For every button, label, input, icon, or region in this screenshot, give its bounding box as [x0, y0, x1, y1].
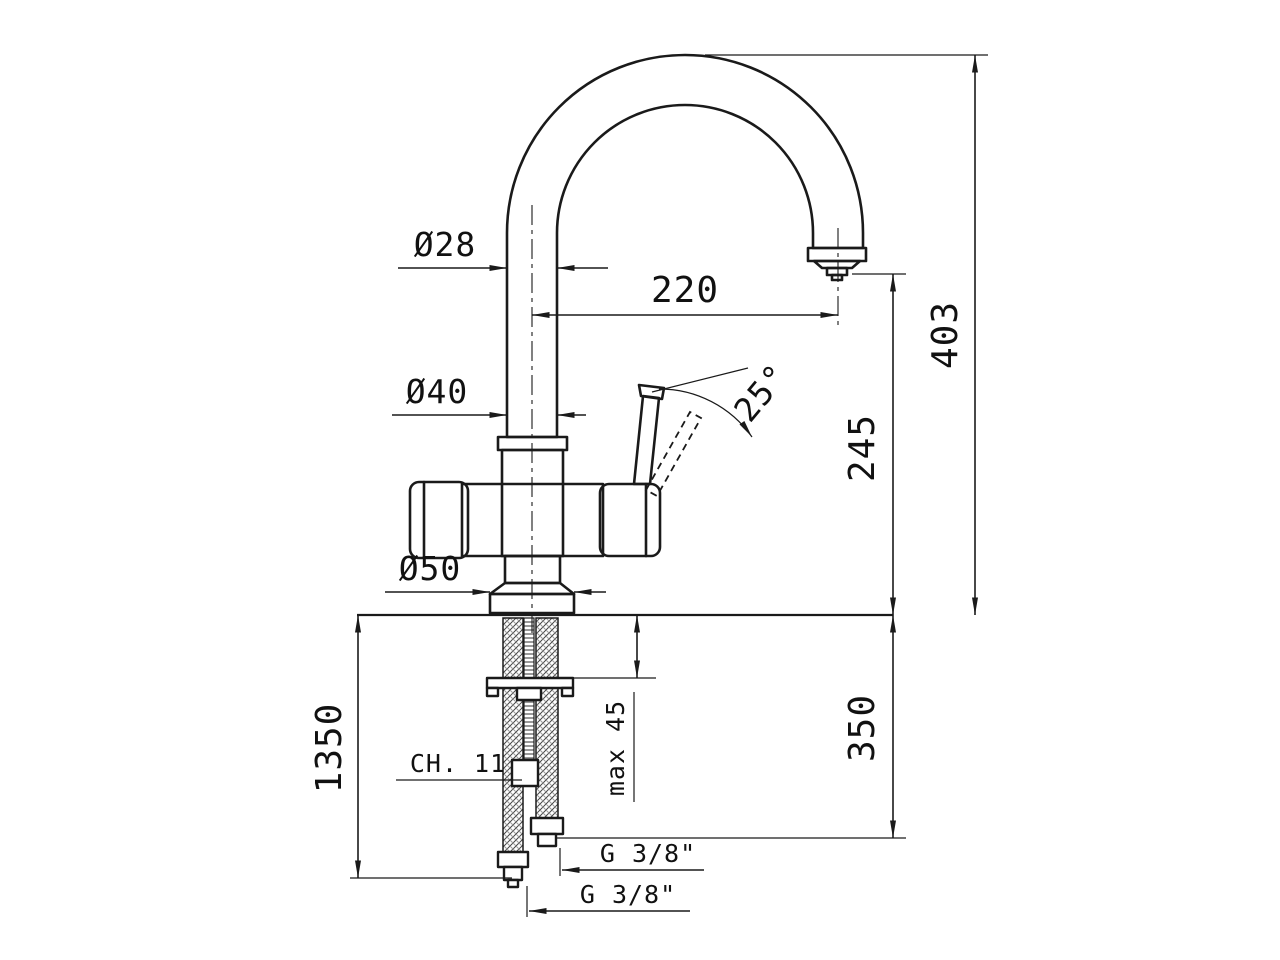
- spout-collar: [806, 246, 868, 263]
- hose-right: [535, 617, 559, 819]
- wrench-size-label: CH. 11: [410, 749, 506, 778]
- fitting-right-nipple: [536, 832, 558, 848]
- handle-lever: [632, 383, 666, 486]
- gooseneck-spout: [505, 53, 865, 439]
- spout-height-dimension-label: 245: [842, 414, 883, 482]
- left-valve-cylinder: [408, 480, 470, 560]
- max-thickness-label: max 45: [601, 700, 630, 796]
- spout-taper: [812, 259, 862, 270]
- spout-diameter-label: Ø28: [414, 225, 477, 264]
- total-height-dimension-label: 403: [925, 301, 966, 369]
- dimension-labels: Ø28 220 403 Ø40 25° 245 Ø50 1350 350 max…: [309, 225, 966, 909]
- handle-angle-label: 25°: [726, 356, 796, 429]
- faucet-outline: [408, 53, 868, 615]
- dimension-lines: [350, 54, 988, 917]
- body-diameter-label: Ø40: [406, 372, 469, 411]
- handle-lever-alt: [644, 410, 703, 498]
- stud-end-nut-ch11: [510, 758, 540, 788]
- under-counter-dimension-label: 350: [842, 694, 883, 762]
- supply-connection-label-cold: G 3/8": [580, 880, 676, 909]
- angle-arc: [658, 388, 753, 438]
- stud-nut: [515, 686, 543, 702]
- mounting-bracket: [485, 676, 575, 690]
- right-valve-cylinder: [598, 482, 662, 558]
- hose-length-dimension-label: 1350: [309, 703, 350, 794]
- aerator-tip: [830, 273, 844, 282]
- fitting-left-nut: [496, 850, 530, 869]
- hose-left: [502, 617, 524, 853]
- bracket-tab-left: [485, 686, 500, 698]
- hose-fittings: [496, 816, 565, 889]
- reach-dimension-label: 220: [651, 270, 719, 311]
- angle-ext-line: [651, 367, 749, 393]
- supply-connection-label-hot: G 3/8": [600, 839, 696, 868]
- fitting-right-nut: [529, 816, 565, 836]
- mounting-hardware: [485, 676, 575, 788]
- base-diameter-label: Ø50: [399, 549, 462, 588]
- fitting-left-tip: [506, 878, 520, 889]
- bracket-tab-right: [560, 686, 575, 698]
